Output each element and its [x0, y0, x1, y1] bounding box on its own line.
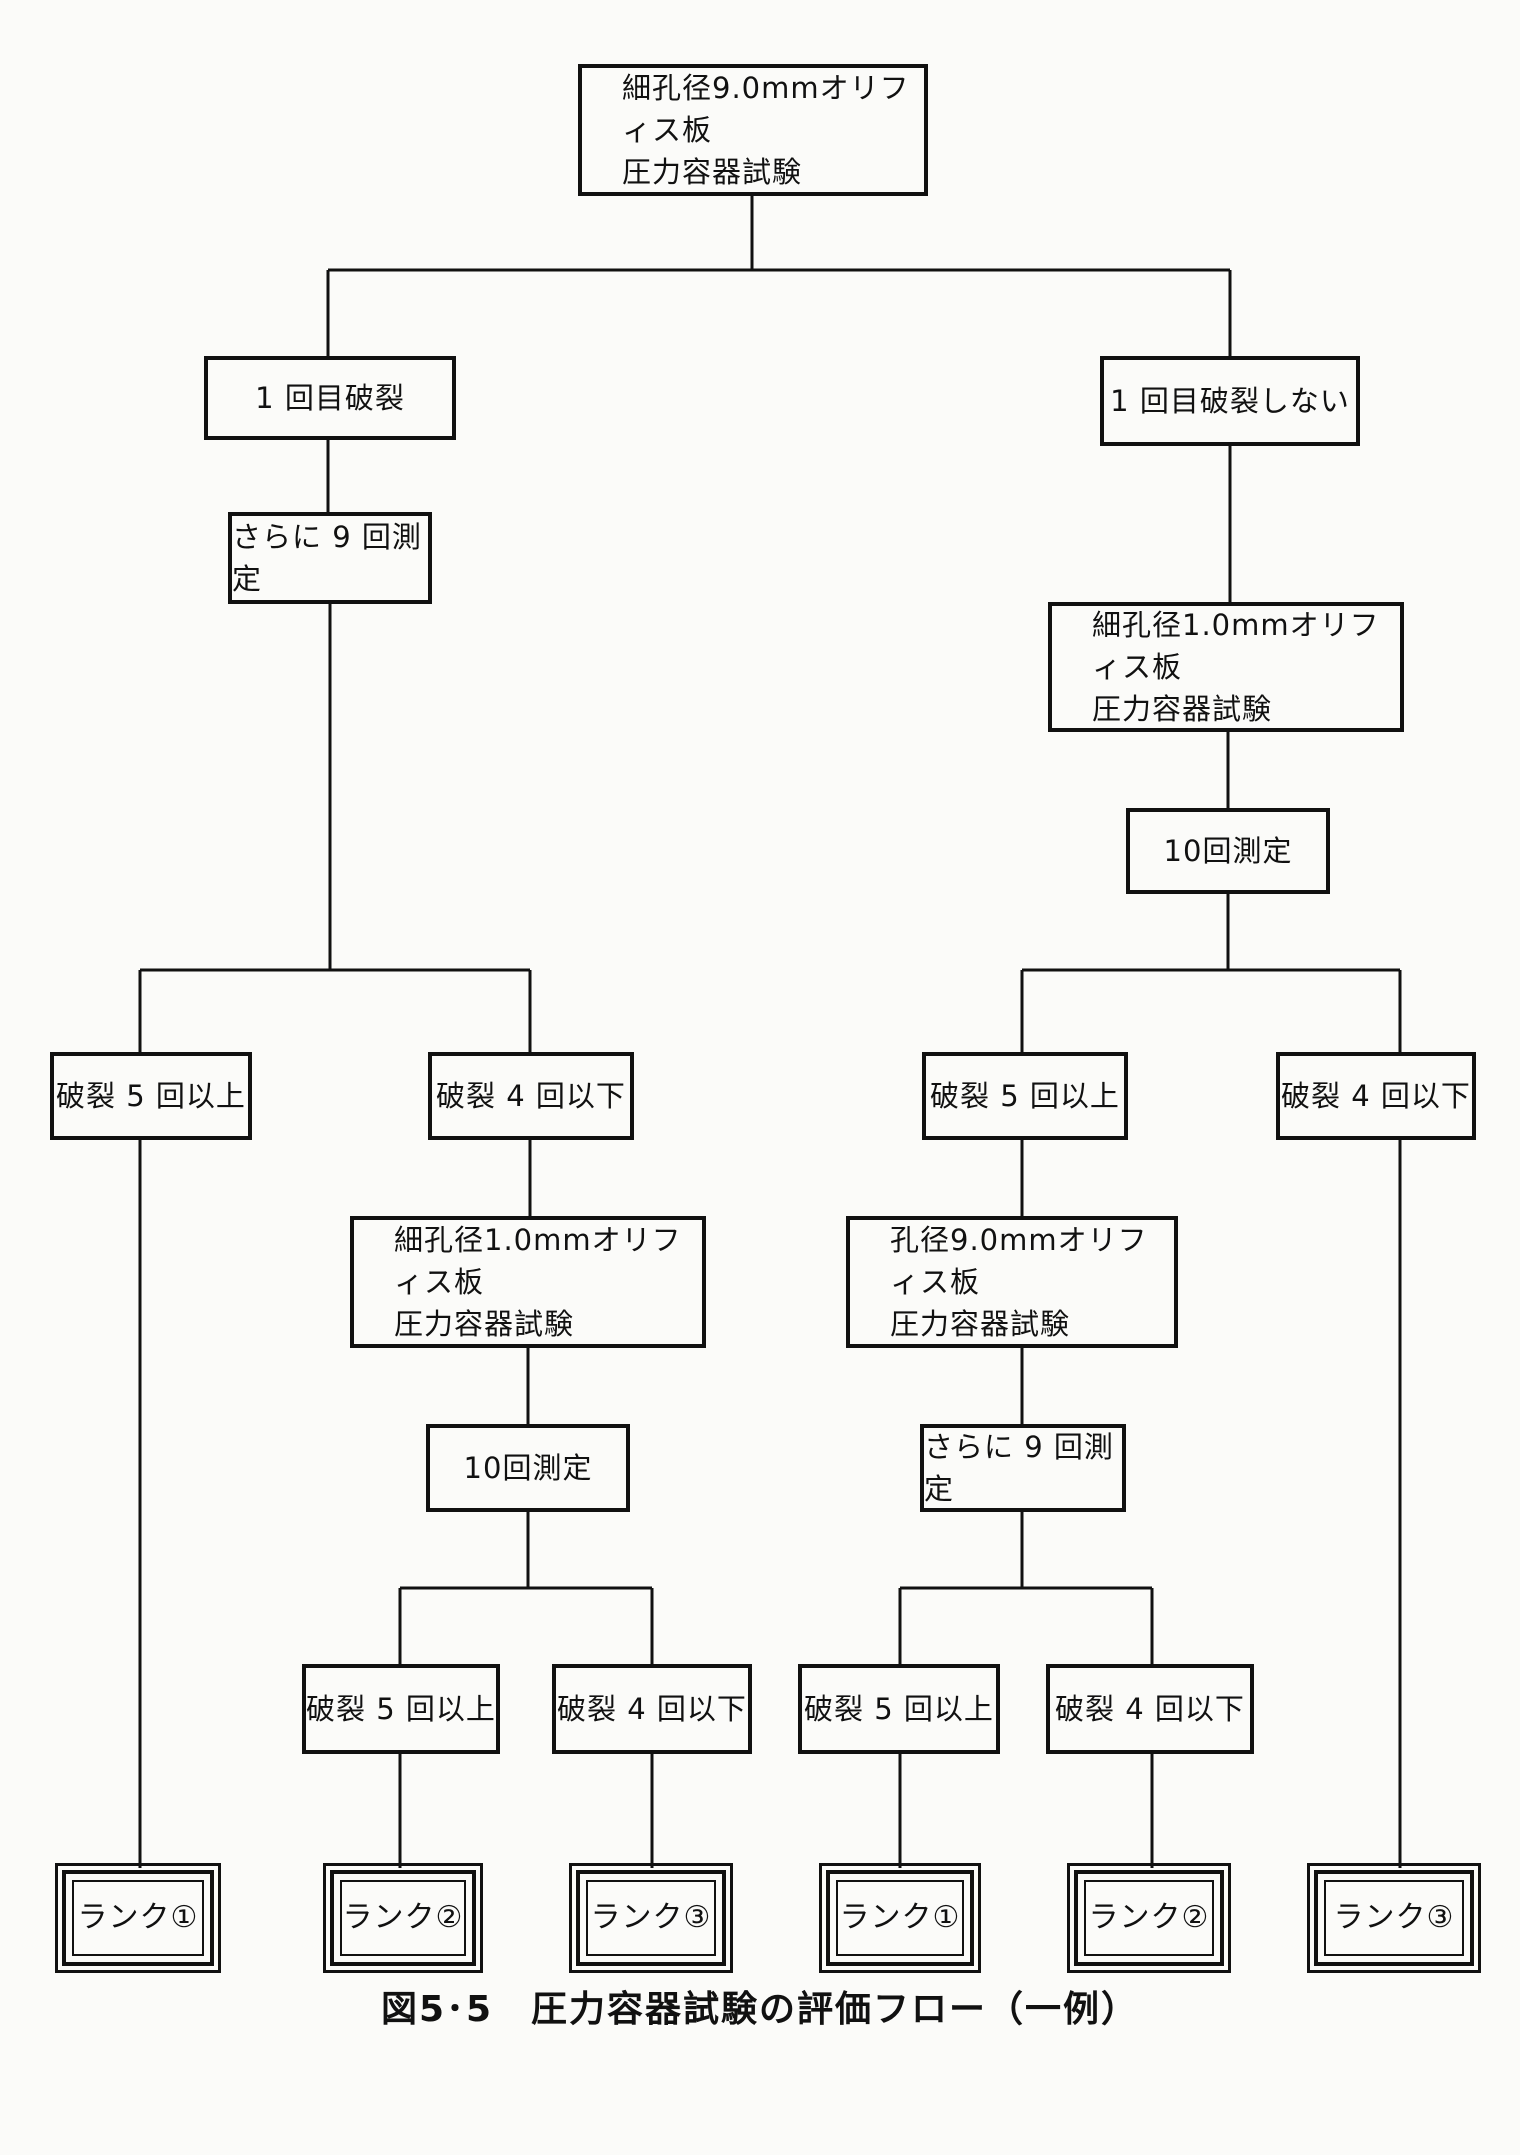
- left-measure9-box: さらに 9 回測定: [228, 512, 432, 604]
- box-line: 圧力容器試験: [622, 155, 803, 190]
- right-burst5-box: 破裂 5 回以上: [922, 1052, 1128, 1140]
- box-label: さらに 9 回測定: [232, 519, 422, 596]
- left-test-1mm-box: 細孔径1.0mmオリフィス板 圧力容器試験: [350, 1216, 706, 1348]
- box-label: さらに 9 回測定: [924, 1429, 1114, 1506]
- figure-caption: 図5･5 圧力容器試験の評価フロー（一例）: [380, 1989, 1140, 2030]
- rank-box-4: ランク①: [819, 1863, 981, 1973]
- left-measure10-box: 10回測定: [426, 1424, 630, 1512]
- first-burst-box: 1 回目破裂: [204, 356, 456, 440]
- root-test-box: 細孔径9.0mmオリフィス板 圧力容器試験: [578, 64, 928, 196]
- box-line: 細孔径9.0mmオリフィス板: [622, 70, 910, 147]
- box-label: 1 回目破裂しない: [1110, 383, 1350, 418]
- box-label: 10回測定: [1163, 833, 1293, 868]
- first-no-burst-box: 1 回目破裂しない: [1100, 356, 1360, 446]
- right-measure9-box: さらに 9 回測定: [920, 1424, 1126, 1512]
- box-label: 破裂 4 回以下: [557, 1691, 747, 1726]
- rank-label: ランク③: [1333, 1900, 1455, 1936]
- box-label: 破裂 5 回以上: [56, 1078, 246, 1113]
- right-test-9mm-box: 孔径9.0mmオリフィス板 圧力容器試験: [846, 1216, 1178, 1348]
- right-burst4-box: 破裂 4 回以下: [1276, 1052, 1476, 1140]
- rank-box-6: ランク③: [1307, 1863, 1481, 1973]
- box-label: 10回測定: [463, 1450, 593, 1485]
- box-line: 圧力容器試験: [394, 1307, 575, 1342]
- rank-box-3: ランク③: [569, 1863, 733, 1973]
- rank-label: ランク②: [342, 1900, 464, 1936]
- box-line: 細孔径1.0mmオリフィス板: [1092, 607, 1380, 684]
- box-label: 1 回目破裂: [255, 380, 405, 415]
- rank-box-5: ランク②: [1067, 1863, 1231, 1973]
- rank-label: ランク①: [839, 1900, 961, 1936]
- rank-label: ランク③: [590, 1900, 712, 1936]
- rr-burst4-box: 破裂 4 回以下: [1046, 1664, 1254, 1754]
- left-burst4-box: 破裂 4 回以下: [428, 1052, 634, 1140]
- right-measure10-box: 10回測定: [1126, 808, 1330, 894]
- right-test-1mm-box: 細孔径1.0mmオリフィス板 圧力容器試験: [1048, 602, 1404, 732]
- box-line: 圧力容器試験: [890, 1307, 1071, 1342]
- box-label: 破裂 4 回以下: [1055, 1691, 1245, 1726]
- rank-label: ランク①: [77, 1900, 199, 1936]
- rr-burst5-box: 破裂 5 回以上: [798, 1664, 1000, 1754]
- left-burst5-box: 破裂 5 回以上: [50, 1052, 252, 1140]
- box-label: 破裂 4 回以下: [1281, 1078, 1471, 1113]
- rank-label: ランク②: [1088, 1900, 1210, 1936]
- box-label: 破裂 4 回以下: [436, 1078, 626, 1113]
- box-line: 細孔径1.0mmオリフィス板: [394, 1222, 682, 1299]
- box-label: 破裂 5 回以上: [804, 1691, 994, 1726]
- rank-box-1: ランク①: [55, 1863, 221, 1973]
- box-label: 破裂 5 回以上: [930, 1078, 1120, 1113]
- rank-box-2: ランク②: [323, 1863, 483, 1973]
- ll-burst5-box: 破裂 5 回以上: [302, 1664, 500, 1754]
- ll-burst4-box: 破裂 4 回以下: [552, 1664, 752, 1754]
- box-label: 破裂 5 回以上: [306, 1691, 496, 1726]
- box-line: 圧力容器試験: [1092, 692, 1273, 727]
- box-line: 孔径9.0mmオリフィス板: [890, 1222, 1148, 1299]
